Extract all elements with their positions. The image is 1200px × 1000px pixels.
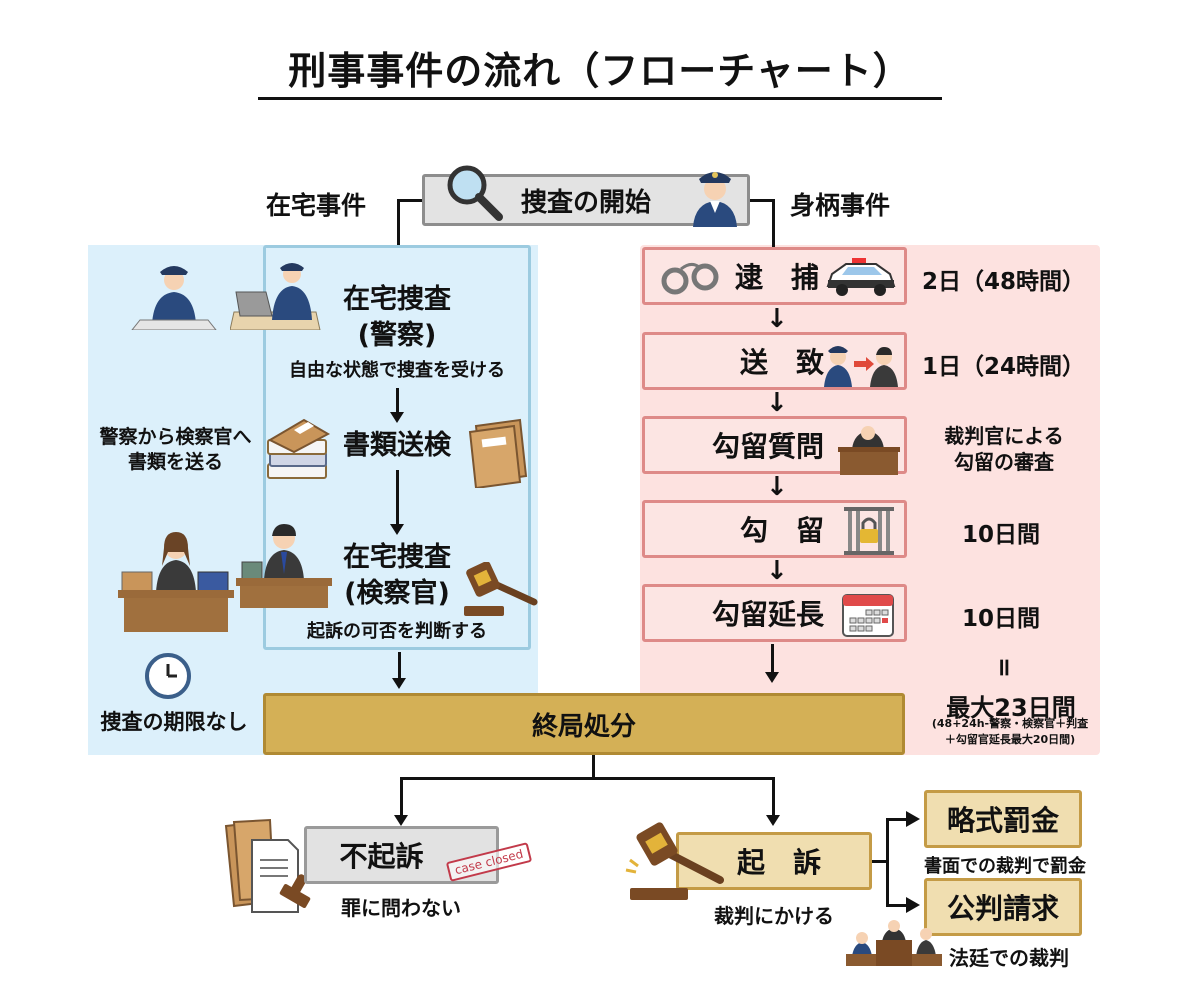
step-detention-extension[interactable]: 勾留延長 [642,584,907,642]
connector-line [872,860,888,863]
connector-line [772,199,775,247]
page-title: 刑事事件の流れ（フローチャート） [258,48,942,100]
step-home-prosecutor-role: (検察官) [344,578,450,609]
folders-icon [468,418,528,488]
connector-line [400,777,775,780]
arrow-down-icon [765,672,779,683]
step-referral[interactable]: 送 致 [642,332,907,390]
non-prosecution-label: 不起訴 [339,840,424,873]
stacked-files-icon [267,418,331,479]
connector-line [397,199,422,202]
custody-case-label: 身柄事件 [790,191,891,220]
summary-fine-box[interactable]: 略式罰金 [924,790,1082,848]
calendar-icon [842,594,894,637]
connector-line [886,818,912,821]
step-detention-extension-label: 勾留延長 [711,598,824,631]
step-document-referral: 書類送検 [343,430,451,461]
arrow-line [771,644,774,674]
arrow-right-icon [906,897,920,913]
non-prosecution-caption: 罪に問わない [341,896,461,920]
step-detention-label: 勾 留 [739,514,824,547]
officer-laptop-icon [230,263,321,330]
arrow-line [396,470,399,526]
arrow-down-icon: ↓ [766,304,788,334]
prosecution-box[interactable]: 起 訴 [676,832,872,890]
gavel-icon [464,562,538,616]
formal-trial-label: 公判請求 [946,892,1059,925]
prosecution-label: 起 訴 [736,846,821,879]
jail-bars-icon [844,507,894,555]
extension-duration: 10日間 [962,606,1041,632]
clock-icon [145,653,191,699]
handcuffs-icon [661,262,719,295]
arrow-line [398,652,401,680]
step-home-prosecutor-heading: 在宅捜査 [343,542,451,573]
step-home-prosecutor-description: 起訴の可否を判断する [307,621,487,642]
arrow-down-icon: ↓ [766,472,788,502]
step-home-police-role: (警察) [357,320,437,351]
connector-line [886,818,889,906]
summary-fine-caption: 書面での裁判で罰金 [924,856,1086,877]
step-detention-hearing-label: 勾留質問 [711,430,824,463]
home-case-flow-frame [263,245,531,650]
formal-trial-box[interactable]: 公判請求 [924,878,1082,936]
arrest-duration: 2日（48時間） [922,269,1086,295]
arrow-line [396,388,399,414]
connector-line [886,904,912,907]
detention-hearing-note: 裁判官による 勾留の審査 [944,424,1064,474]
police-car-icon [826,258,896,296]
max-total-note: (48+24h-警察・検察官＋判査 ＋勾留官延長最大20日間) [931,717,1089,746]
police-officer-icon [693,172,737,227]
arrow-down-icon [392,678,406,689]
magnifier-icon [447,165,503,221]
arrow-down-icon: ↓ [766,388,788,418]
summary-fine-label: 略式罰金 [946,804,1059,837]
step-detention-hearing[interactable]: 勾留質問 [642,416,907,475]
formal-trial-caption: 法廷での裁判 [949,946,1069,970]
arrow-down-icon: ↓ [766,556,788,586]
step-referral-label: 送 致 [739,346,824,379]
connector-line [400,777,403,817]
step-detention[interactable]: 勾 留 [642,500,907,558]
gavel-strike-icon [625,822,724,900]
prosecutor-icon [236,524,332,608]
connector-line [592,755,595,779]
step-home-police-heading: 在宅捜査 [343,284,451,315]
no-deadline-note: 捜査の期限なし [100,710,248,734]
connector-line [397,199,400,245]
connector-line [772,777,775,817]
max-total-duration: 最大23日間 [946,694,1076,722]
judge-bench-icon [838,426,900,475]
referral-duration: 1日（24時間） [922,354,1086,380]
arrow-down-icon [394,815,408,826]
step-home-police-description: 自由な状態で捜査を受ける [289,360,505,381]
investigation-start-label: 捜査の開始 [520,187,651,218]
arrow-down-icon [390,524,404,535]
prosecutor-desk-icon [118,532,234,632]
documents-sent-note: 警察から検察官へ 書類を送る [99,426,252,473]
investigation-start-box[interactable]: 捜査の開始 [422,165,750,227]
arrow-down-icon [390,412,404,423]
detention-duration: 10日間 [962,522,1041,548]
home-case-label: 在宅事件 [266,191,367,220]
arrow-down-icon [766,815,780,826]
courtroom-icon [846,920,942,966]
police-officer-desk-icon [131,266,217,330]
step-arrest-label: 逮 捕 [735,261,820,294]
prosecution-caption: 裁判にかける [714,904,834,928]
case-files-stamp-icon [224,818,311,913]
officer-to-prosecutor-icon [824,346,898,387]
final-disposition-box[interactable]: 終局処分 [263,693,905,755]
equals-sign: ॥ [996,653,1011,681]
step-arrest[interactable]: 逮 捕 [642,247,907,305]
final-disposition-label: 終局処分 [531,711,636,742]
arrow-right-icon [906,811,920,827]
connector-line [750,199,775,202]
